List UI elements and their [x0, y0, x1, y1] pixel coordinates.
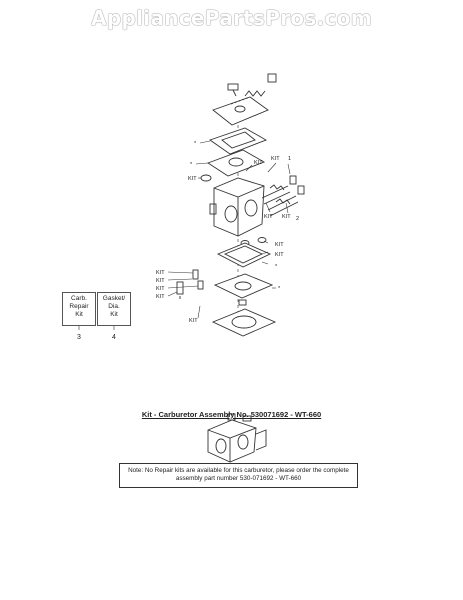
gasket-dia-kit-box: Gasket/ Dia. Kit: [97, 292, 131, 326]
callout-kit: KIT: [189, 318, 198, 324]
callout-kit: KIT: [271, 156, 280, 162]
callout-kit: KIT: [275, 242, 284, 248]
metering-lever: [176, 269, 204, 299]
kit-box-line: Carb.: [71, 295, 87, 302]
callout-kit: KIT: [254, 160, 263, 166]
callout-kit: KIT: [275, 252, 284, 258]
kit-box-line: Gasket/: [102, 295, 126, 302]
bottom-cover: [211, 308, 277, 337]
carb-repair-kit-box: Carb. Repair Kit: [62, 292, 96, 326]
carburetor-body: [209, 177, 265, 237]
repair-note: Note: No Repair kits are available for t…: [119, 463, 358, 488]
pump-gasket: [207, 149, 266, 177]
adjust-spring: [244, 73, 277, 97]
kit-box-line: Kit: [75, 311, 83, 318]
callout-number-1: 1: [288, 156, 291, 162]
callout-number-2: 2: [296, 216, 299, 222]
cover-plate: [212, 96, 269, 126]
callout-kit: KIT: [156, 294, 165, 300]
kit-box-line: Dia.: [108, 303, 120, 310]
callout-kit: KIT: [156, 270, 165, 276]
callout-asterisk: *: [275, 264, 278, 270]
inlet-screen: [200, 174, 212, 182]
pump-diaphragm: [209, 127, 268, 155]
kit-box-line: Kit: [110, 311, 118, 318]
assembled-carburetor-illustration: [207, 413, 267, 463]
mixture-screws: [261, 175, 305, 217]
metering-diaphragm: [213, 273, 274, 299]
assembly-title: Kit - Carburetor Assembly No. 530071692 …: [141, 410, 322, 419]
callout-kit: KIT: [188, 176, 197, 182]
callout-kit: KIT: [156, 278, 165, 284]
callout-kit: KIT: [282, 214, 291, 220]
callout-asterisk: *: [278, 286, 281, 292]
kit-box-number-3: 3: [77, 334, 81, 341]
callout-asterisk: *: [194, 141, 197, 147]
callout-kit: KIT: [156, 286, 165, 292]
kit-box-number-4: 4: [112, 334, 116, 341]
kit-box-line: Repair: [69, 303, 89, 310]
callout-asterisk: *: [190, 162, 193, 168]
top-screw: [227, 83, 239, 97]
watermark-logo: AppliancePartsPros.com: [91, 6, 372, 30]
callout-kit: KIT: [264, 214, 273, 220]
metering-gasket: [216, 242, 272, 268]
washer: [257, 237, 267, 243]
